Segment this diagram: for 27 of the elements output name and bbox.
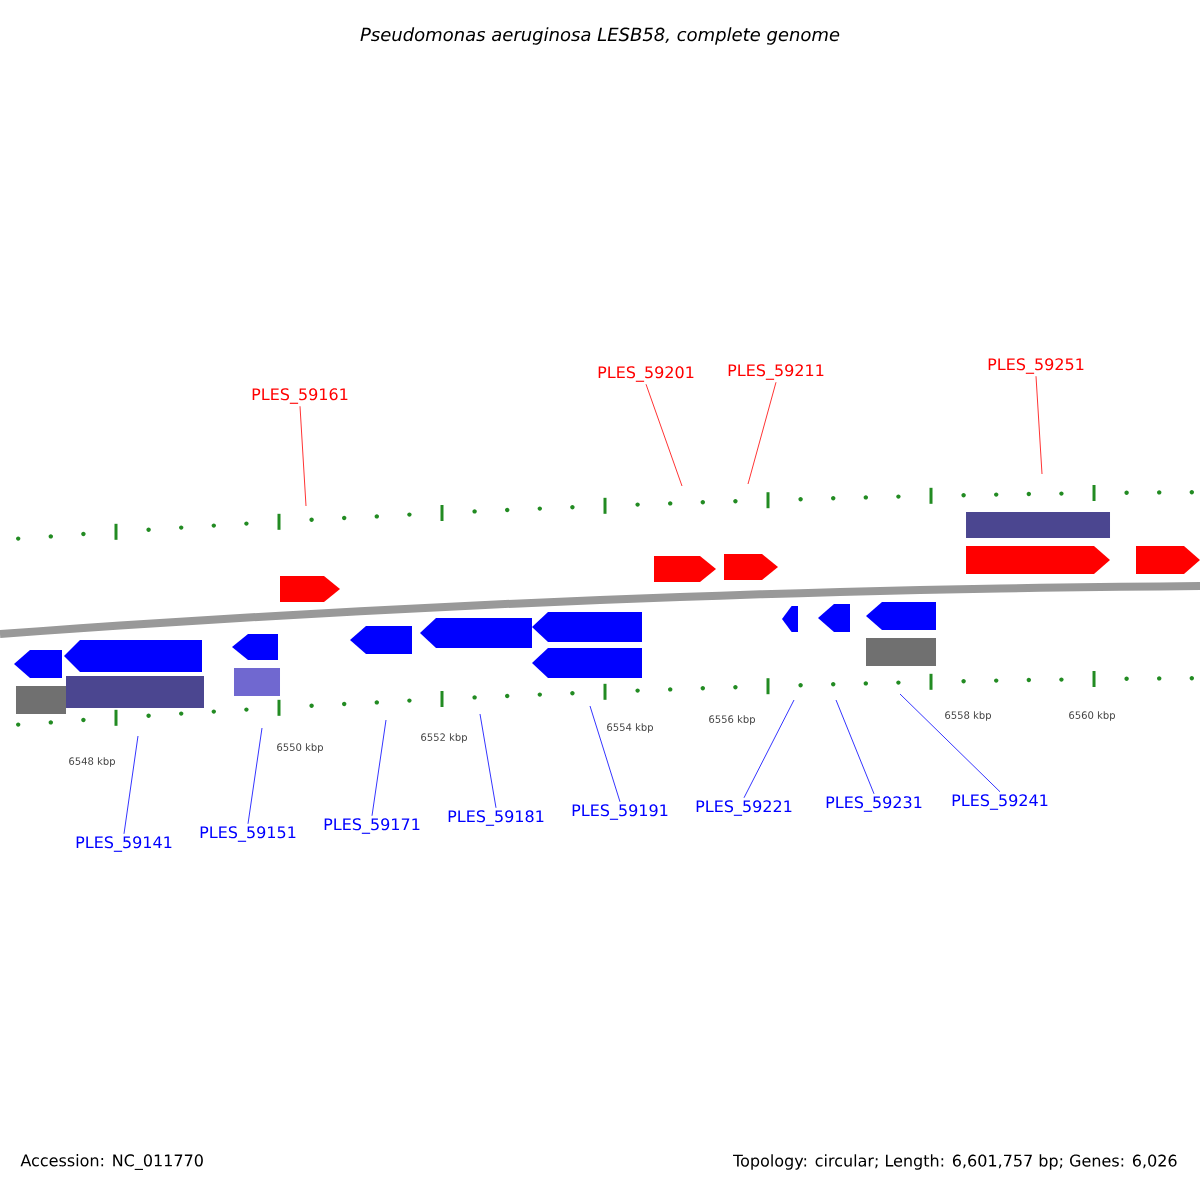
- gene-label: PLES_59191: [572, 804, 668, 820]
- gene-label: PLES_59231: [826, 796, 922, 812]
- leader-line: [123, 735, 139, 835]
- gene-label: PLES_59201: [598, 366, 694, 382]
- title: Pseudomonas aeruginosa LESB58, complete genome: [360, 27, 840, 45]
- gene-label: PLES_59241: [952, 794, 1048, 810]
- footer-text: Topology: circular; Length: 6,601,757 bp; Genes: 6,026: [733, 1154, 1177, 1170]
- leader-line: [299, 405, 307, 507]
- leader-line: [247, 727, 263, 825]
- footer-text: Accession: NC_011770: [20, 1154, 203, 1170]
- leader-line: [479, 713, 497, 809]
- gene-label: PLES_59151: [200, 826, 296, 842]
- gene-label: PLES_59141: [76, 836, 172, 852]
- gene-label: PLES_59221: [696, 800, 792, 816]
- leader-line: [589, 705, 621, 803]
- leader-line: [645, 383, 683, 487]
- gene-label: PLES_59181: [448, 810, 544, 826]
- leader-line: [743, 699, 795, 799]
- gene-label: PLES_59211: [728, 364, 824, 380]
- gene-label: PLES_59251: [988, 358, 1084, 374]
- leader-line: [899, 693, 1001, 793]
- leader-line: [747, 381, 777, 485]
- gene-label: PLES_59161: [252, 388, 348, 404]
- leader-line: [835, 699, 875, 795]
- leader-line: [371, 719, 387, 817]
- leader-line: [1035, 375, 1043, 475]
- gene-label: PLES_59171: [324, 818, 420, 834]
